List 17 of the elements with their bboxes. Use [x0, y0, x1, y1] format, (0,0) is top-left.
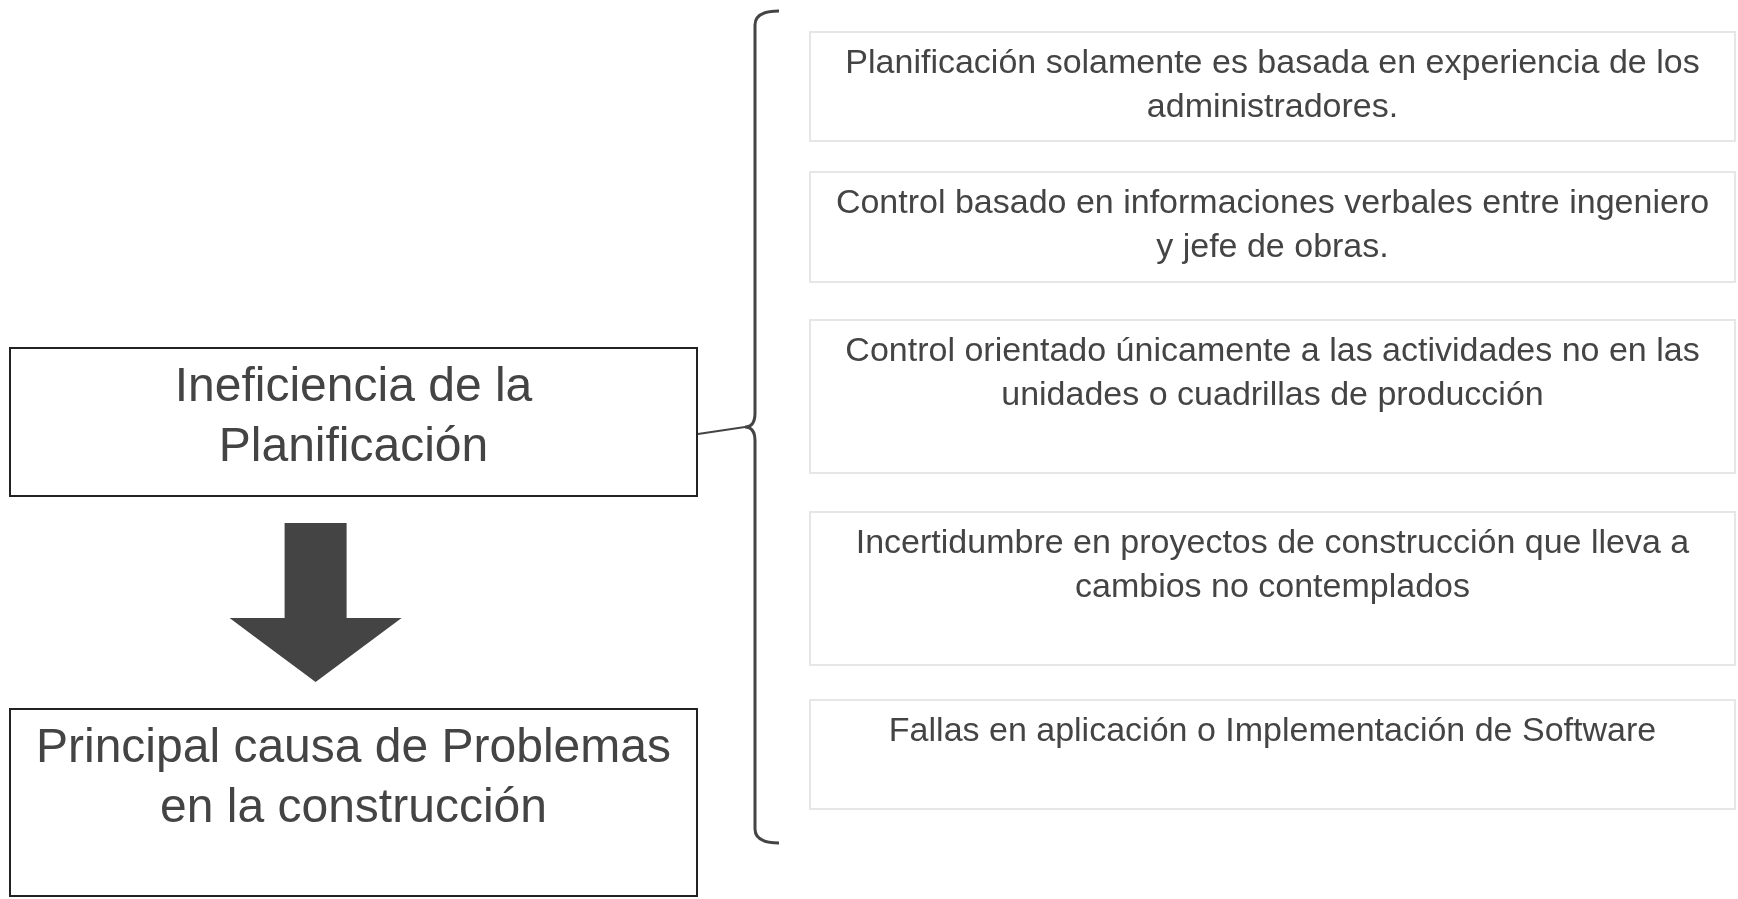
box-text: Control orientado únicamente a las actividades no en las unidades o cuadrillas de producción: [844, 329, 1701, 414]
cause-box: [809, 31, 1736, 142]
box-text: Principal causa de Problemas en la construcción: [35, 718, 672, 834]
cause-box: [809, 511, 1736, 666]
process-box: [9, 708, 698, 897]
box-text: Incertidumbre en proyectos de construcción que lleva a cambios no contemplados: [854, 521, 1691, 606]
cause-box: [809, 319, 1736, 474]
cause-box: [809, 699, 1736, 810]
cause-box: [809, 171, 1736, 283]
block-arrow: [229, 523, 402, 682]
curly-bracket: [743, 9, 780, 845]
box-text: Ineficiencia de la Planificación: [173, 357, 534, 473]
connector-line: [697, 426, 746, 435]
box-text: Planificación solamente es basada en experiencia de los administradores.: [844, 41, 1701, 126]
box-text: Control basado en informaciones verbales entre ingeniero y jefe de obras.: [834, 181, 1711, 266]
process-box: [9, 347, 698, 497]
box-text: Fallas en aplicación o Implementación de Software: [887, 709, 1658, 750]
